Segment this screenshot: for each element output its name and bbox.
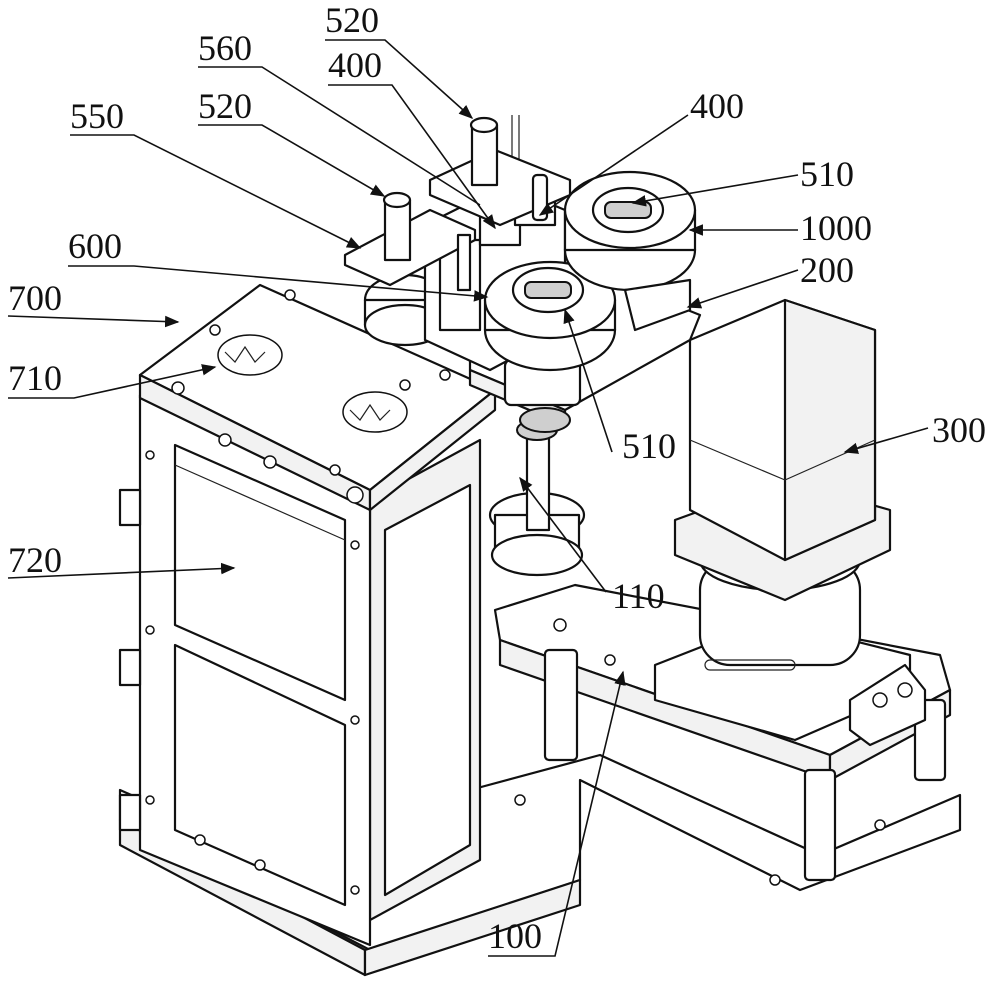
storage-box (118, 283, 497, 947)
callout-300: 300 (843, 410, 986, 454)
upper-mechanism (343, 115, 702, 433)
callout-label: 550 (70, 96, 124, 136)
callout-400-right: 400 (538, 86, 744, 216)
callout-label: 560 (198, 28, 252, 68)
callout-100: 100 (488, 670, 626, 957)
callout-label: 400 (328, 45, 382, 85)
callout-label: 510 (622, 426, 676, 466)
callout-label: 300 (932, 410, 986, 450)
callout-label: 1000 (800, 208, 872, 248)
callout-label: 400 (690, 86, 744, 126)
callout-400-top: 400 (328, 45, 496, 230)
callout-600: 600 (68, 226, 489, 302)
spindle-shaft (488, 418, 586, 577)
callout-110: 110 (519, 476, 665, 616)
stepper-motor (653, 298, 927, 747)
callout-710: 710 (8, 358, 217, 399)
callout-label: 720 (8, 540, 62, 580)
callout-200: 200 (686, 250, 854, 309)
callout-label: 700 (8, 278, 62, 318)
callout-510-mid: 510 (563, 308, 676, 466)
callout-label: 520 (325, 0, 379, 40)
callout-label: 100 (488, 916, 542, 956)
callout-label: 510 (800, 154, 854, 194)
callout-550: 550 (70, 96, 362, 249)
callout-label: 520 (198, 86, 252, 126)
callout-520-top: 520 (325, 0, 474, 119)
callout-720: 720 (7, 540, 236, 580)
callout-label: 200 (800, 250, 854, 290)
callout-510-top: 510 (631, 154, 854, 207)
callout-label: 710 (8, 358, 62, 398)
callout-label: 110 (612, 576, 665, 616)
callout-label: 600 (68, 226, 122, 266)
callout-700: 700 (7, 278, 180, 328)
callout-520-left: 520 (198, 86, 386, 197)
callout-560: 560 (198, 28, 481, 206)
callout-1000: 1000 (688, 208, 872, 248)
